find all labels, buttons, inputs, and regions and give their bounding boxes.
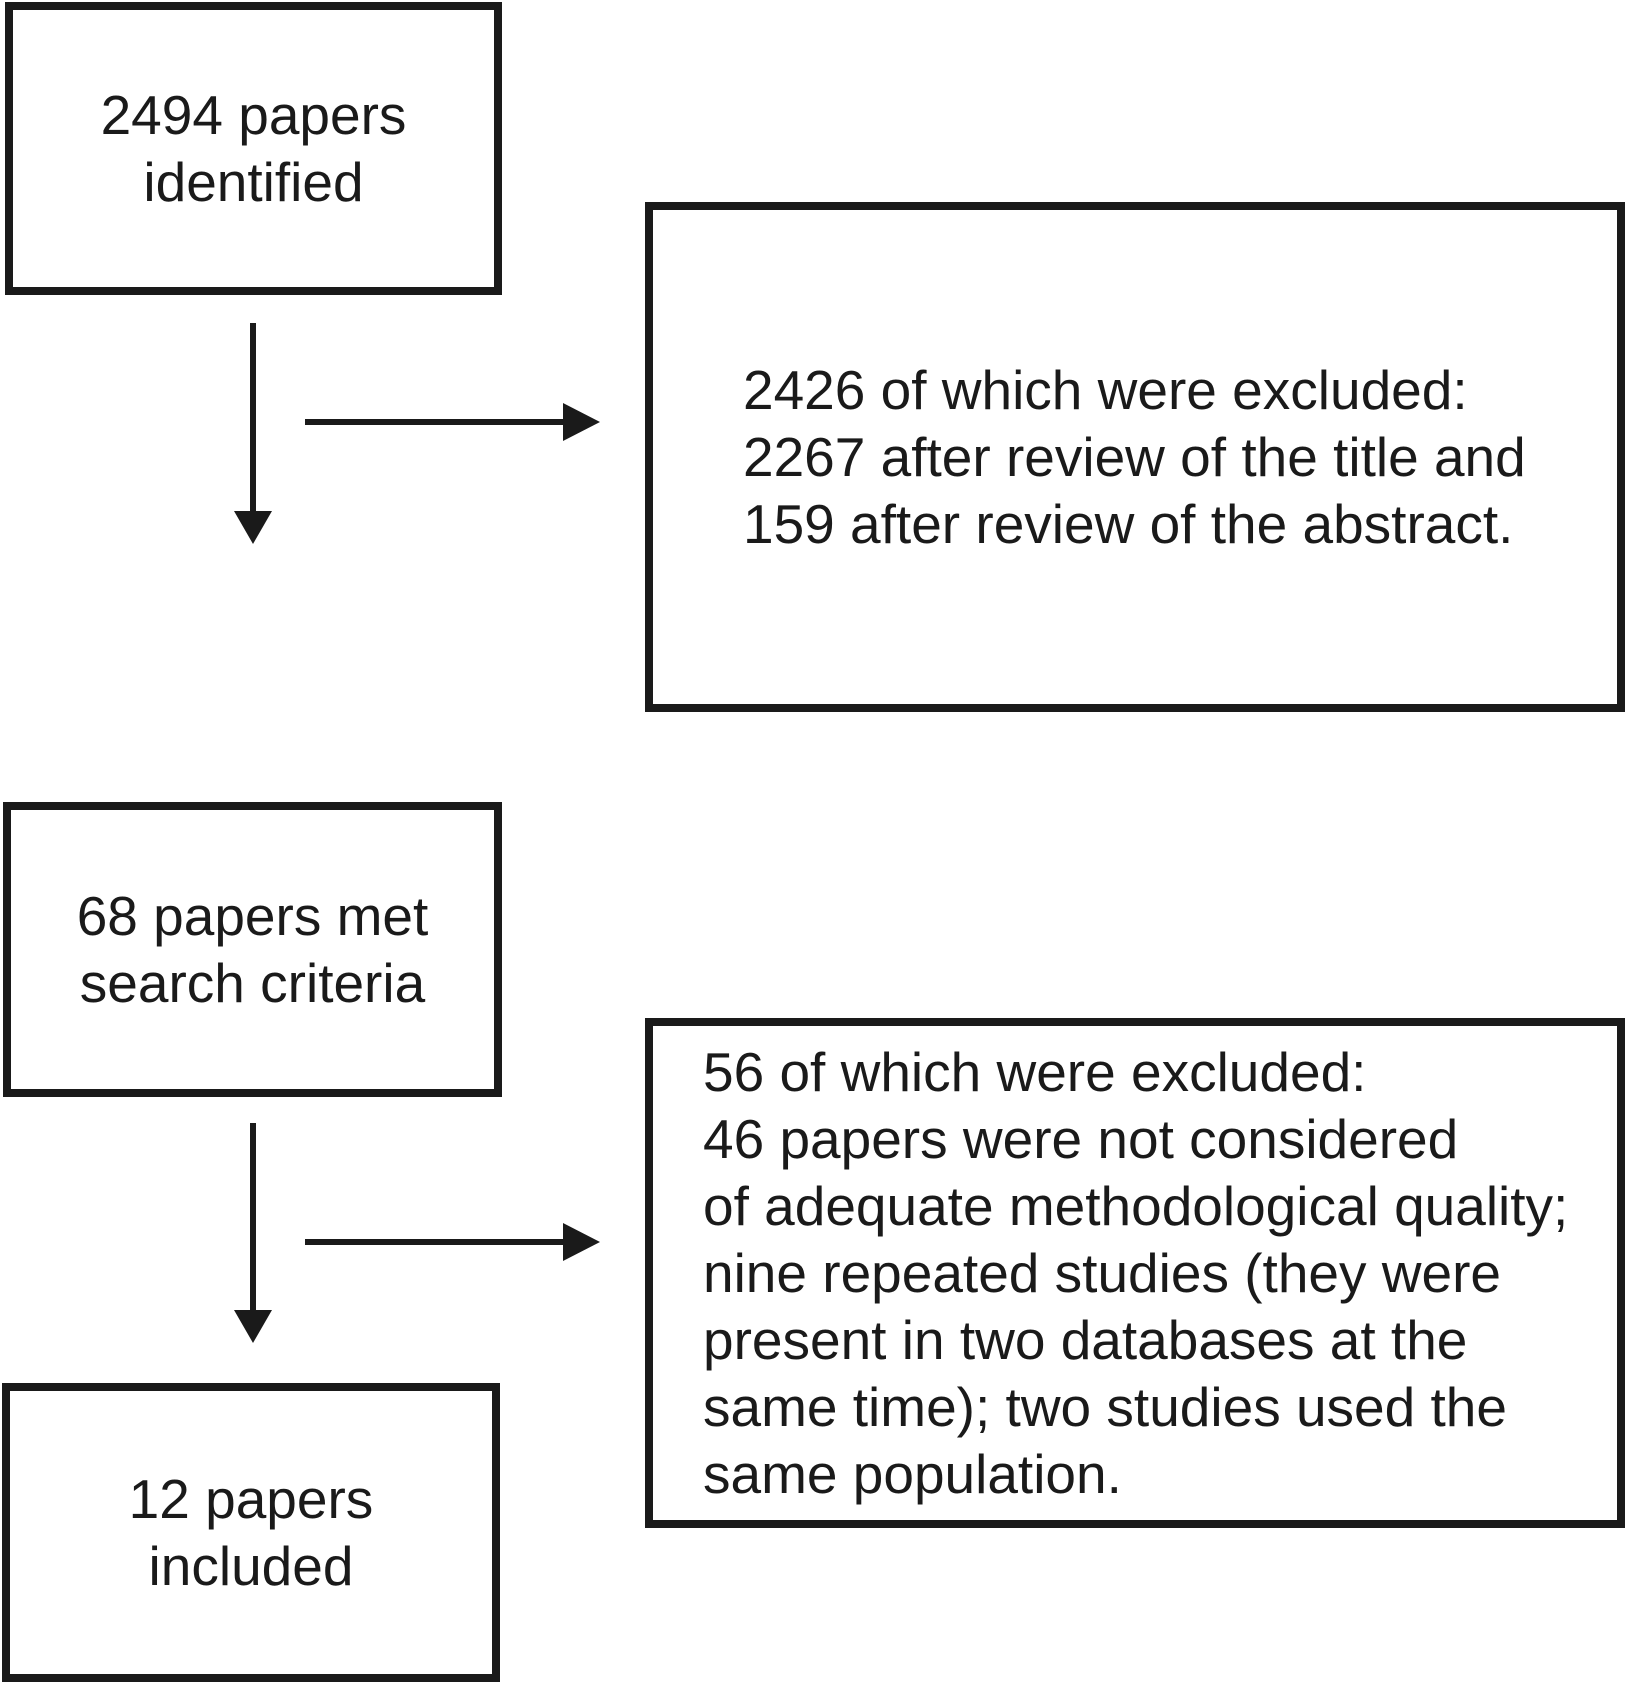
down-arrow-icon-2: [234, 1310, 272, 1343]
node-papers-identified-text: 2494 papers identified: [100, 83, 407, 213]
node-papers-included: 12 papers included: [2, 1383, 500, 1682]
node-papers-identified: 2494 papers identified: [5, 2, 502, 295]
down-arrow-line-2: [250, 1123, 256, 1313]
node-excluded-stage1-text: 2426 of which were excluded: 2267 after …: [743, 358, 1526, 555]
right-arrow-icon-2: [563, 1223, 600, 1261]
right-arrow-line-1: [305, 419, 565, 425]
node-excluded-stage2: 56 of which were excluded: 46 papers wer…: [645, 1018, 1625, 1528]
node-met-search-criteria: 68 papers met search criteria: [3, 802, 502, 1097]
right-arrow-icon-1: [563, 403, 600, 441]
down-arrow-line-1: [250, 323, 256, 513]
right-arrow-line-2: [305, 1239, 565, 1245]
down-arrow-icon-1: [234, 511, 272, 544]
node-excluded-stage1: 2426 of which were excluded: 2267 after …: [645, 202, 1625, 712]
node-excluded-stage2-text: 56 of which were excluded: 46 papers wer…: [703, 1040, 1569, 1505]
node-papers-included-text: 12 papers included: [128, 1467, 374, 1597]
node-met-search-criteria-text: 68 papers met search criteria: [76, 884, 429, 1014]
